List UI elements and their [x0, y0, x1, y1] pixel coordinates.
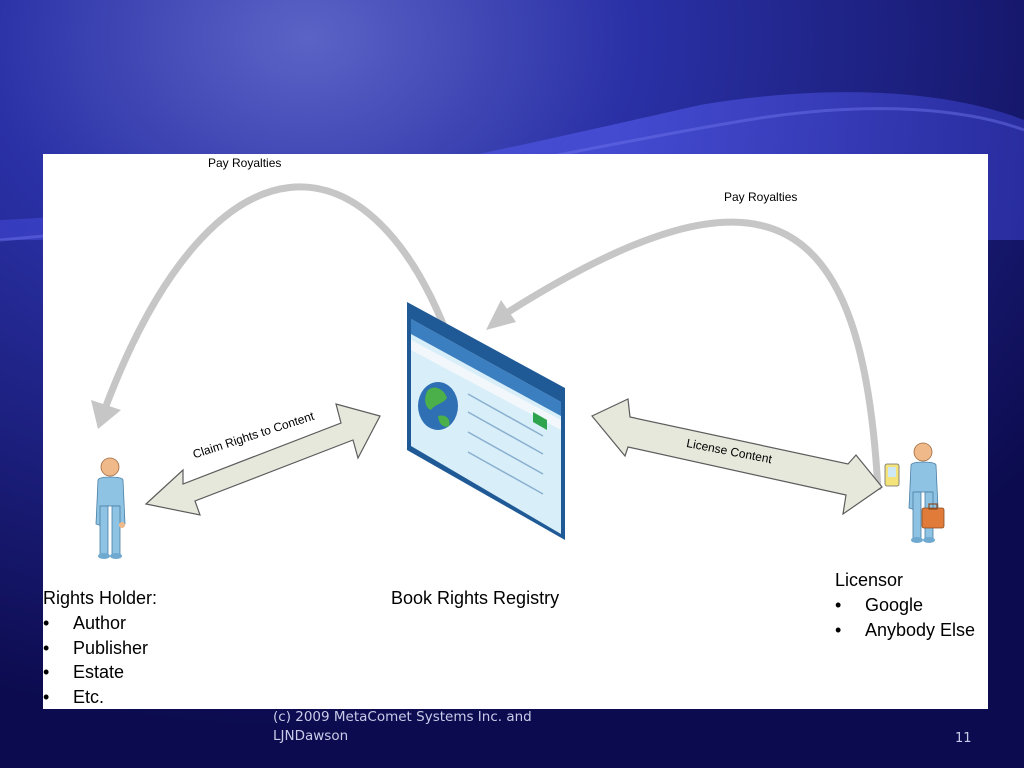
- list-item: Etc.: [43, 685, 148, 710]
- list-item: Author: [43, 611, 148, 636]
- registry-title: Book Rights Registry: [391, 588, 560, 608]
- claim-rights-arrow: [144, 403, 381, 516]
- diagram-canvas: [91, 183, 945, 559]
- briefcase-icon: [921, 503, 945, 529]
- pda-icon: [884, 463, 900, 487]
- rights-holder-title: Rights Holder:: [43, 588, 158, 608]
- pay-royalties-right-label: Pay Royalties: [724, 190, 798, 204]
- list-item: Publisher: [43, 636, 148, 661]
- diagram-panel: Pay Royalties Pay Royalties Claim Rights…: [43, 154, 988, 709]
- pay-royalties-arrow-right: [486, 218, 882, 491]
- licensor-user-icon: [884, 442, 945, 543]
- footer-copyright: (c) 2009 MetaComet Systems Inc. and LJND…: [273, 709, 532, 744]
- licensor-list: Google Anybody Else: [835, 593, 975, 642]
- list-item: Anybody Else: [835, 618, 975, 643]
- page-number: 11: [955, 731, 972, 746]
- globe-icon: [418, 382, 458, 430]
- pay-royalties-arrow-left: [91, 183, 457, 429]
- pay-royalties-left-label: Pay Royalties: [208, 156, 282, 170]
- license-content-arrow: [591, 398, 883, 516]
- browser-window-icon: [407, 302, 565, 540]
- rights-holder-user-icon: [95, 457, 126, 559]
- licensor-title: Licensor: [835, 570, 904, 590]
- rights-holder-list: Author Publisher Estate Etc.: [43, 611, 148, 709]
- list-item: Google: [835, 593, 975, 618]
- list-item: Estate: [43, 660, 148, 685]
